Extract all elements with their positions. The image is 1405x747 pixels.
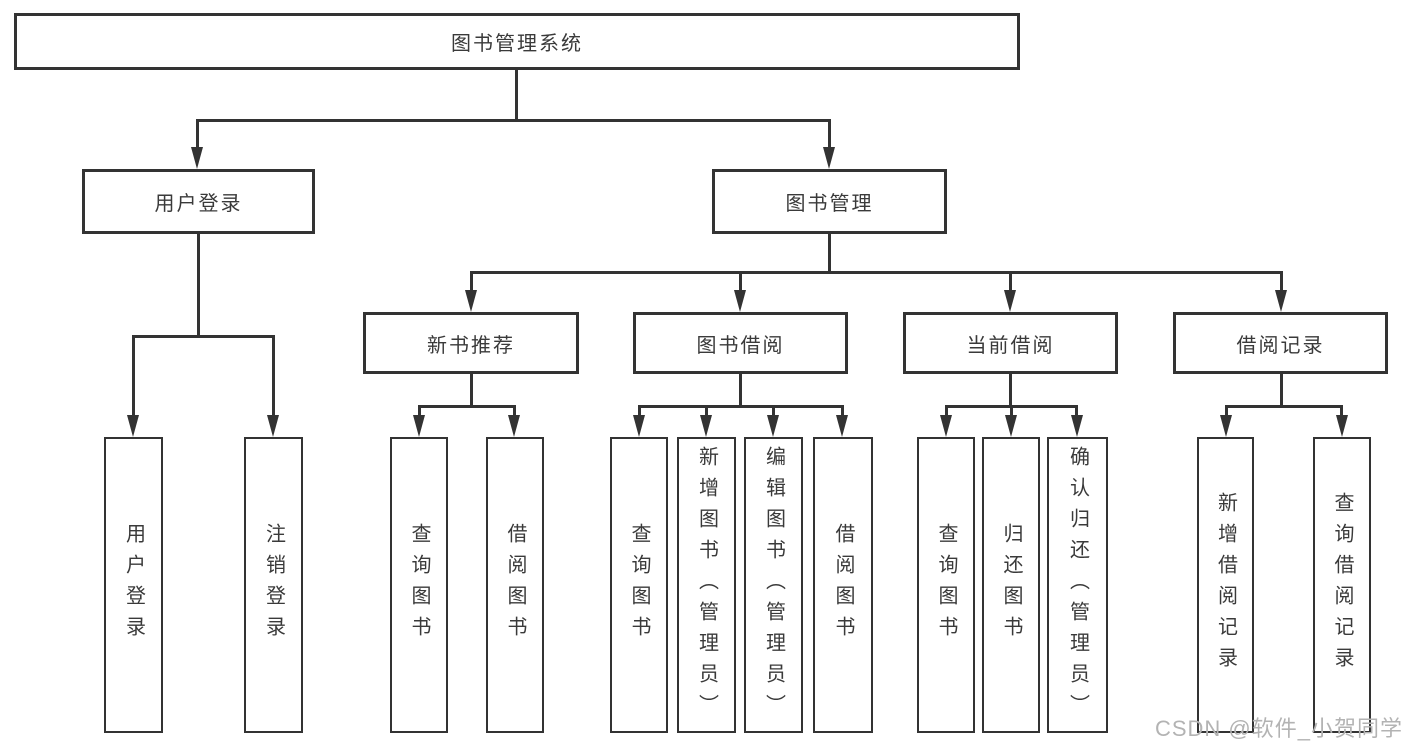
connector-arrowhead <box>767 415 779 437</box>
connector-arrowhead <box>1275 290 1287 312</box>
connector-arrowhead <box>465 290 477 312</box>
connector-vline <box>1280 373 1283 407</box>
connector-vline <box>705 405 708 419</box>
leaf-edit-books-admin: 编辑图书（管理员） <box>744 437 803 733</box>
connector-vline <box>470 271 473 293</box>
connector-vline <box>739 271 742 293</box>
connector-arrowhead <box>940 415 952 437</box>
connector-arrowhead <box>1336 415 1348 437</box>
connector-hline <box>132 335 275 338</box>
connector-vline <box>638 405 641 419</box>
node-book-mgmt-label: 图书管理 <box>785 193 874 215</box>
connector-hline <box>638 405 844 408</box>
connector-vline <box>513 405 516 419</box>
connector-vline <box>418 405 421 419</box>
leaf-query-borrow-record-label: 查询借阅记录 <box>1331 492 1353 678</box>
node-borrow-records: 借阅记录 <box>1173 312 1388 374</box>
connector-vline <box>1340 405 1343 419</box>
connector-vline <box>841 405 844 419</box>
connector-arrowhead <box>191 147 203 169</box>
leaf-edit-books-admin-label: 编辑图书（管理员） <box>762 445 785 725</box>
node-new-book-rec: 新书推荐 <box>363 312 579 374</box>
leaf-user-login: 用户登录 <box>104 437 163 733</box>
leaf-user-login-label: 用户登录 <box>122 523 145 647</box>
leaf-return-books-label: 归还图书 <box>1000 523 1022 647</box>
leaf-query-books-newrec-label: 查询图书 <box>408 523 430 647</box>
node-book-borrow: 图书借阅 <box>633 312 848 374</box>
connector-vline <box>772 405 775 419</box>
connector-vline <box>1225 405 1228 419</box>
connector-arrowhead <box>1220 415 1232 437</box>
connector-vline <box>1009 271 1012 293</box>
node-user-login-label: 用户登录 <box>154 193 243 215</box>
leaf-logout-label: 注销登录 <box>262 523 285 647</box>
connector-vline <box>272 335 275 417</box>
connector-hline <box>470 271 1283 274</box>
connector-arrowhead <box>413 415 425 437</box>
leaf-logout: 注销登录 <box>244 437 303 733</box>
connector-vline <box>196 119 199 149</box>
node-current-borrow-label: 当前借阅 <box>966 334 1055 357</box>
leaf-borrow-books-borrow: 借阅图书 <box>813 437 873 733</box>
leaf-confirm-return-admin-label: 确认归还（管理员） <box>1066 445 1089 725</box>
leaf-borrow-books-newrec: 借阅图书 <box>486 437 544 733</box>
connector-arrowhead <box>127 415 139 437</box>
connector-arrowhead <box>700 415 712 437</box>
connector-arrowhead <box>1071 415 1083 437</box>
connector-arrowhead <box>633 415 645 437</box>
leaf-add-books-admin: 新增图书（管理员） <box>677 437 736 733</box>
connector-vline <box>1280 271 1283 293</box>
leaf-borrow-books-borrow-label: 借阅图书 <box>832 523 854 647</box>
connector-vline <box>470 373 473 407</box>
connector-vline <box>739 373 742 407</box>
connector-arrowhead <box>267 415 279 437</box>
connector-vline <box>1009 373 1012 407</box>
leaf-borrow-books-newrec-label: 借阅图书 <box>504 523 526 647</box>
node-user-login: 用户登录 <box>82 169 315 234</box>
leaf-query-books-current-label: 查询图书 <box>935 523 957 647</box>
leaf-return-books: 归还图书 <box>982 437 1040 733</box>
connector-arrowhead <box>1004 290 1016 312</box>
connector-hline <box>196 119 831 122</box>
leaf-add-books-admin-label: 新增图书（管理员） <box>695 445 718 725</box>
connector-arrowhead <box>508 415 520 437</box>
connector-arrowhead <box>734 290 746 312</box>
connector-arrowhead <box>836 415 848 437</box>
connector-vline <box>197 233 200 337</box>
node-borrow-records-label: 借阅记录 <box>1236 334 1325 357</box>
node-root: 图书管理系统 <box>14 13 1020 70</box>
leaf-add-borrow-record-label: 新增借阅记录 <box>1214 492 1237 678</box>
node-new-book-rec-label: 新书推荐 <box>427 334 515 357</box>
node-book-borrow-label: 图书借阅 <box>696 334 785 357</box>
leaf-query-books-borrow: 查询图书 <box>610 437 668 733</box>
leaf-query-books-borrow-label: 查询图书 <box>628 523 650 647</box>
connector-hline <box>1225 405 1343 408</box>
leaf-query-books-current: 查询图书 <box>917 437 975 733</box>
watermark: CSDN @软件_小贺同学 <box>1154 716 1403 741</box>
connector-vline <box>828 233 831 273</box>
node-book-mgmt: 图书管理 <box>712 169 947 234</box>
connector-vline <box>828 119 831 149</box>
connector-hline <box>418 405 516 408</box>
connector-vline <box>1075 405 1078 419</box>
connector-arrowhead <box>823 147 835 169</box>
leaf-add-borrow-record: 新增借阅记录 <box>1197 437 1254 733</box>
connector-vline <box>132 335 135 417</box>
connector-vline <box>515 68 518 121</box>
node-current-borrow: 当前借阅 <box>903 312 1118 374</box>
leaf-confirm-return-admin: 确认归还（管理员） <box>1047 437 1108 733</box>
node-root-label: 图书管理系统 <box>451 33 583 55</box>
connector-arrowhead <box>1005 415 1017 437</box>
connector-vline <box>1010 405 1013 419</box>
leaf-query-books-newrec: 查询图书 <box>390 437 448 733</box>
leaf-query-borrow-record: 查询借阅记录 <box>1313 437 1371 733</box>
connector-vline <box>945 405 948 419</box>
